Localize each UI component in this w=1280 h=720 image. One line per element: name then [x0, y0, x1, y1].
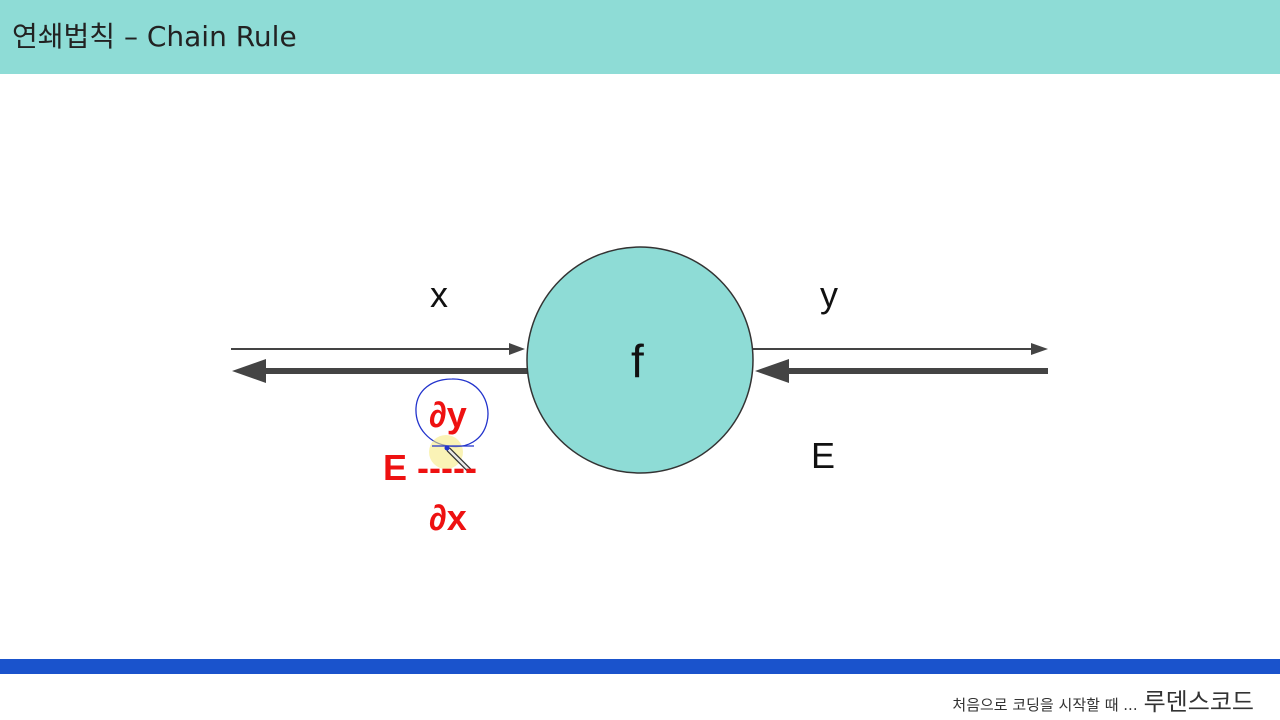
- slide-title: 연쇄법칙 – Chain Rule: [12, 20, 297, 53]
- footer-brand: 루덴스코드: [1143, 688, 1254, 716]
- footer: 처음으로 코딩을 시작할 때 ... 루덴스코드: [952, 682, 1254, 717]
- derivative-multiplier: E: [383, 447, 408, 488]
- backward-arrow-input: [232, 359, 528, 383]
- forward-arrow-output: [753, 343, 1048, 355]
- backward-arrow-output: [755, 359, 1048, 383]
- node-label: f: [631, 335, 644, 387]
- derivative-denominator: ∂x: [429, 497, 467, 538]
- bottom-stripe: [0, 659, 1280, 674]
- title-bar: 연쇄법칙 – Chain Rule: [0, 0, 1280, 74]
- highlight-glow: [429, 435, 463, 469]
- derivative-expression: E -----: [383, 450, 477, 486]
- pen-cursor-icon: [444, 445, 472, 473]
- footer-tagline: 처음으로 코딩을 시작할 때 ...: [952, 696, 1138, 714]
- error-label: E: [811, 435, 836, 476]
- derivative-fraction-line: -----: [417, 447, 477, 488]
- forward-arrow-input: [231, 343, 525, 355]
- function-node: [526, 246, 754, 474]
- input-label: x: [430, 274, 448, 315]
- output-label: y: [820, 274, 838, 315]
- derivative-numerator: ∂y: [429, 394, 467, 435]
